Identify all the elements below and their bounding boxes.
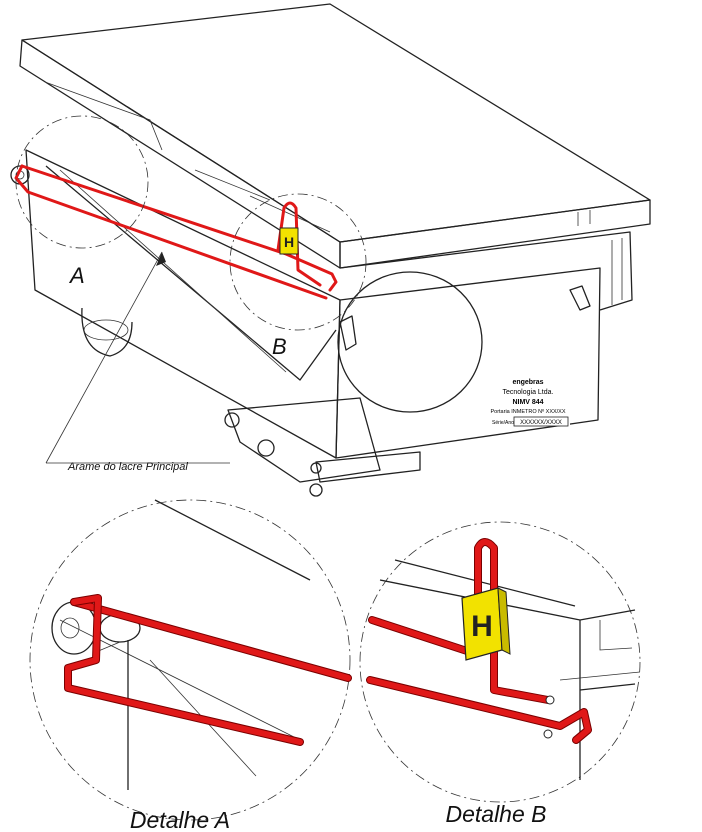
callout-leader	[45, 251, 230, 464]
lead-seal-icon: H	[279, 227, 299, 255]
lead-seal-icon: H	[461, 587, 511, 661]
nameplate-company: Tecnologia Ltda.	[503, 389, 554, 396]
detail-b: H	[359, 521, 641, 803]
detail-b-marker: B	[272, 334, 287, 359]
detail-b-caption: Detalhe B	[445, 801, 546, 827]
callout-label: Arame do lacre Principal	[67, 461, 188, 473]
detail-b-region	[229, 193, 367, 331]
wing-nut-icon	[339, 285, 591, 351]
nameplate-serial-label: Série/Ano	[492, 420, 514, 426]
detail-a-marker: A	[68, 263, 85, 288]
nameplate: engebras Tecnologia Ltda. NIMV 844 Porta…	[485, 372, 570, 427]
bolt-icon	[224, 412, 323, 497]
detail-a	[29, 499, 352, 821]
detail-a-region	[15, 115, 149, 249]
nameplate-serial-value: XXXXXX/XXXX	[520, 420, 562, 426]
nameplate-portaria: Portaria INMETRO Nº XXX/XX	[490, 408, 565, 415]
seal-mark-large: H	[471, 610, 493, 643]
equipment-housing	[10, 3, 651, 497]
detail-a-caption: Detalhe A	[130, 807, 230, 832]
seal-mark: H	[284, 234, 294, 250]
seal-wire	[14, 164, 338, 300]
nameplate-brand: engebras	[512, 379, 543, 386]
nameplate-model: NIMV 844	[512, 399, 543, 406]
